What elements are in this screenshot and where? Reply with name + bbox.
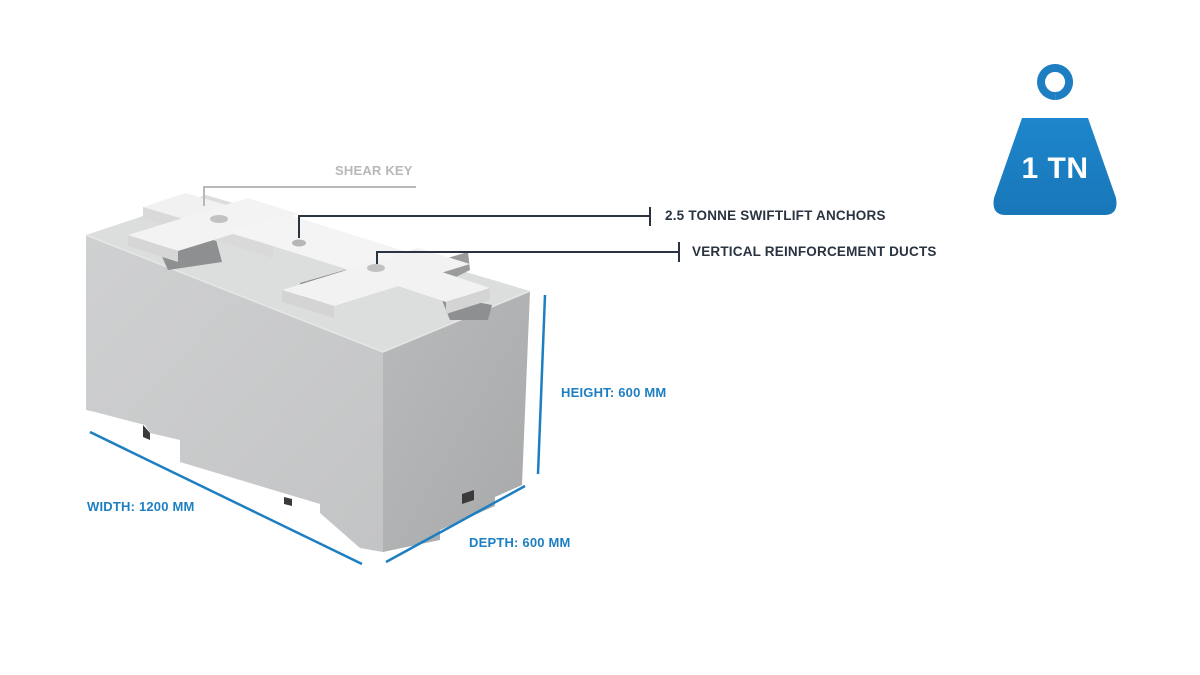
width-dimension-line [89,430,363,566]
reinforcement-duct-hole [367,264,385,272]
shear-key-edge [446,288,490,314]
depth-label: DEPTH: 600 MM [469,535,571,550]
notch-shadow [462,490,474,504]
width-label: WIDTH: 1200 MM [87,499,195,514]
shear-key-edge [128,235,178,262]
notch-shadow [284,497,292,506]
shear-key-label: SHEAR KEY [335,163,413,178]
weight-icon [993,64,1117,215]
shear-key-edge [282,290,334,318]
shear-key-leader [203,186,416,206]
anchors-leader [298,215,650,238]
shear-key-arm [362,260,490,302]
height-dimension-line [536,294,547,475]
shear-key-spine [228,214,420,274]
reinforcement-duct-hole [210,215,228,223]
block-side-face [383,291,530,552]
shear-key-arm [128,198,298,251]
depth-dimension-line [385,484,526,564]
swiftlift-anchor-hole [292,239,306,247]
anchors-label: 2.5 TONNE SWIFTLIFT ANCHORS [665,208,886,223]
ducts-leader [376,251,679,264]
notch-shadow [143,425,150,440]
shear-key-shadow [160,236,222,270]
ducts-label: VERTICAL REINFORCEMENT DUCTS [692,244,937,259]
weight-value: 1 TN [1021,152,1089,185]
height-label: HEIGHT: 600 MM [561,385,667,400]
block-front-face [86,235,383,552]
shear-key [128,193,492,320]
